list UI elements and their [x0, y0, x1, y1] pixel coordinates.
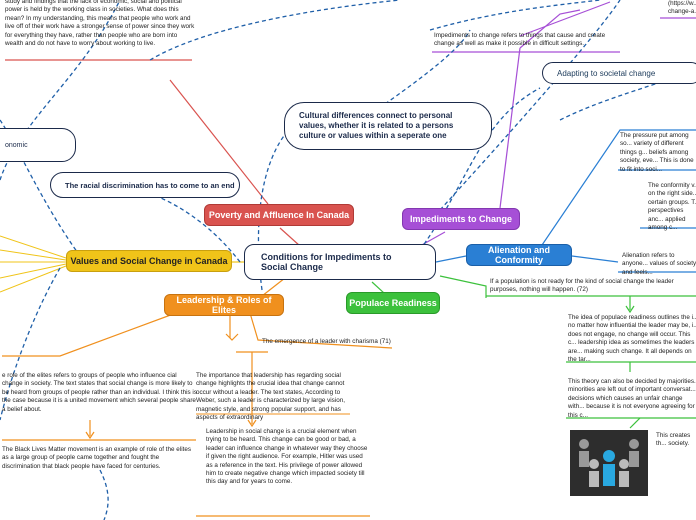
- link-leadership: [261, 277, 286, 297]
- link-alienation: [435, 255, 467, 263]
- note-blm: The Black Lives Matter movement is an ex…: [2, 446, 191, 470]
- branch-alienation[interactable]: Alienation and Conformity: [466, 244, 572, 266]
- note-alienation-definition: Alienation refers to anyone... values of…: [622, 252, 696, 276]
- link-poverty: [279, 227, 301, 247]
- branch-populace[interactable]: Populace Readiness: [346, 292, 440, 314]
- central-topic-label: Conditions for Impediments to Social Cha…: [261, 252, 392, 272]
- note-majorities: This theory can also be decided by major…: [568, 378, 696, 419]
- central-topic[interactable]: Conditions for Impediments to Social Cha…: [244, 244, 436, 280]
- economic-label: onomic: [5, 141, 28, 149]
- note-charisma: The emergence of a leader with charisma …: [262, 338, 391, 345]
- note-pressure: The pressure put among so... variety of …: [620, 132, 694, 173]
- branch-impediments-label: Impediments to Change: [409, 214, 512, 224]
- note-populace-idea: The idea of populace readiness outlines …: [568, 314, 696, 364]
- branch-poverty-label: Poverty and Affluence In Canada: [208, 210, 350, 220]
- note-link[interactable]: (https://w... change-a...: [668, 0, 696, 16]
- cultural-differences-node[interactable]: Cultural differences connect to personal…: [284, 102, 492, 150]
- note-leadership-crucial: Leadership in social change is a crucial…: [206, 428, 368, 486]
- note-elites-role: e role of the elites refers to groups of…: [2, 372, 197, 413]
- note-creates: This creates th... society.: [656, 432, 691, 448]
- note-conformity: The conformity v... on the right side...…: [648, 182, 696, 232]
- adapting-label: Adapting to societal change: [557, 68, 656, 78]
- branch-poverty[interactable]: Poverty and Affluence In Canada: [204, 204, 354, 226]
- note-working-class: study and findings that the lack of econ…: [5, 0, 195, 48]
- racial-discrimination-label: The racial discrimination has to come to…: [65, 180, 235, 190]
- branch-populace-label: Populace Readiness: [349, 298, 437, 308]
- branch-alienation-label: Alienation and Conformity: [487, 245, 550, 265]
- note-impediments-definition: Impediments to change refers to things t…: [434, 32, 606, 48]
- racial-discrimination-node[interactable]: The racial discrimination has to come to…: [50, 172, 240, 198]
- note-leadership-importance: The importance that leadership has regar…: [196, 372, 345, 422]
- economic-node[interactable]: onomic: [0, 128, 76, 162]
- note-populace-definition: If a population is not ready for the kin…: [490, 278, 674, 294]
- link-poverty-note: [169, 79, 269, 205]
- branch-impediments[interactable]: Impediments to Change: [402, 208, 520, 230]
- people-network-image: [570, 430, 648, 496]
- cultural-differences-label: Cultural differences connect to personal…: [299, 111, 454, 140]
- branch-values[interactable]: Values and Social Change in Canada: [66, 250, 232, 272]
- adapting-node[interactable]: Adapting to societal change: [542, 62, 696, 84]
- branch-leadership[interactable]: Leadership & Roles of Elites: [164, 294, 284, 316]
- branch-values-label: Values and Social Change in Canada: [70, 256, 228, 266]
- branch-leadership-label: Leadership & Roles of Elites: [176, 295, 272, 315]
